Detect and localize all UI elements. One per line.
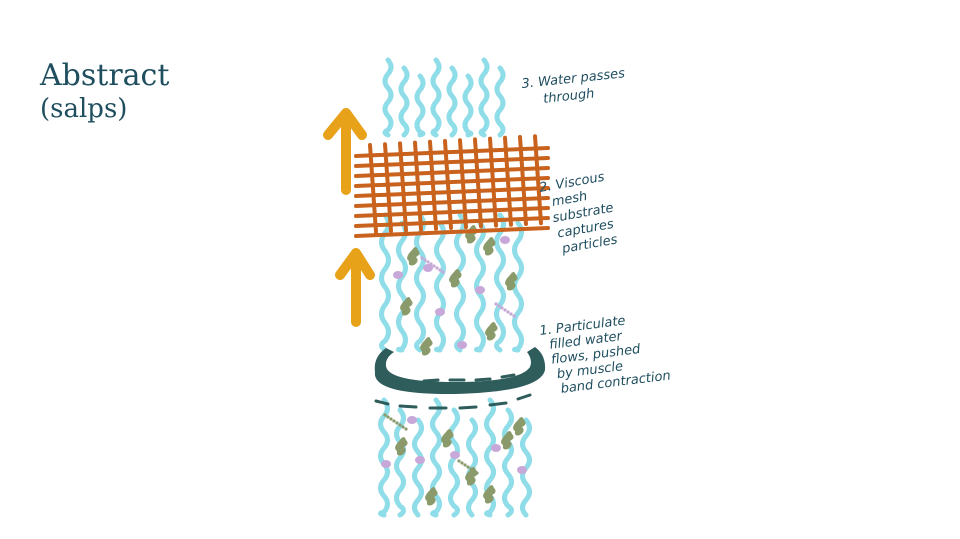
water-stream [515, 223, 522, 350]
green-particle [400, 297, 413, 316]
purple-particle [415, 456, 425, 464]
water-stream [385, 60, 391, 135]
small-particle [423, 258, 426, 261]
purple-particle [435, 308, 445, 316]
small-particle [398, 423, 401, 426]
purple-particle [407, 416, 417, 424]
small-particle [469, 467, 472, 470]
mesh-strand [356, 198, 548, 206]
water-stream [401, 68, 407, 135]
upward-arrow-top [328, 113, 362, 190]
small-particle [457, 459, 460, 462]
water-stream [497, 68, 503, 135]
small-particle [426, 260, 429, 263]
purple-particle [450, 451, 460, 459]
small-particle [500, 306, 503, 309]
purple-particle [475, 286, 485, 294]
green-particle [513, 417, 526, 436]
small-particle [432, 264, 435, 267]
small-particle [466, 465, 469, 468]
water-stream [465, 76, 471, 135]
upward-arrow-bottom [340, 253, 370, 322]
water-stream [399, 223, 406, 350]
mesh-strand [356, 178, 548, 186]
small-particle [472, 469, 475, 472]
small-particle [509, 312, 512, 315]
small-particle [435, 266, 438, 269]
small-particle [494, 302, 497, 305]
green-particle [483, 237, 496, 256]
viscous-mesh [356, 136, 548, 236]
water-stream [481, 60, 487, 135]
small-particle [460, 461, 463, 464]
small-particle [383, 413, 386, 416]
small-particle [512, 314, 515, 317]
muscle-band [375, 347, 545, 408]
water-stream [415, 420, 422, 515]
label-step2: 2. Viscous mesh substrate captures parti… [538, 168, 624, 259]
small-particle [429, 262, 432, 265]
small-particle [395, 421, 398, 424]
green-particle [407, 247, 420, 266]
purple-particle [517, 466, 527, 474]
small-particle [506, 310, 509, 313]
mesh-strand [400, 143, 406, 230]
small-particle [497, 304, 500, 307]
green-particle [485, 322, 498, 341]
small-particle [389, 417, 392, 420]
small-particle [503, 308, 506, 311]
small-particle [401, 425, 404, 428]
small-particle [404, 427, 407, 430]
purple-particle [381, 460, 391, 468]
small-particle [392, 419, 395, 422]
water-stream [449, 68, 455, 135]
label-step1: 1. Particulate filled water flows, pushe… [539, 309, 672, 399]
mesh-strand [370, 145, 376, 232]
small-particle [463, 463, 466, 466]
water-stream [437, 223, 444, 350]
purple-particle [457, 341, 467, 349]
purple-particle [500, 236, 510, 244]
small-particle [475, 471, 478, 474]
small-particle [441, 270, 444, 273]
purple-particle [491, 444, 501, 452]
purple-particle [393, 271, 403, 279]
water-stream [497, 215, 504, 350]
label-step3: 3. Water passes through [521, 66, 632, 109]
mesh-strand [356, 188, 548, 196]
small-particle [386, 415, 389, 418]
water-stream [417, 76, 423, 135]
mesh-strand [415, 143, 421, 230]
small-particle [420, 256, 423, 259]
water-stream [433, 60, 439, 135]
water-stream [505, 410, 512, 515]
small-particle [438, 268, 441, 271]
water-stream [451, 410, 458, 515]
